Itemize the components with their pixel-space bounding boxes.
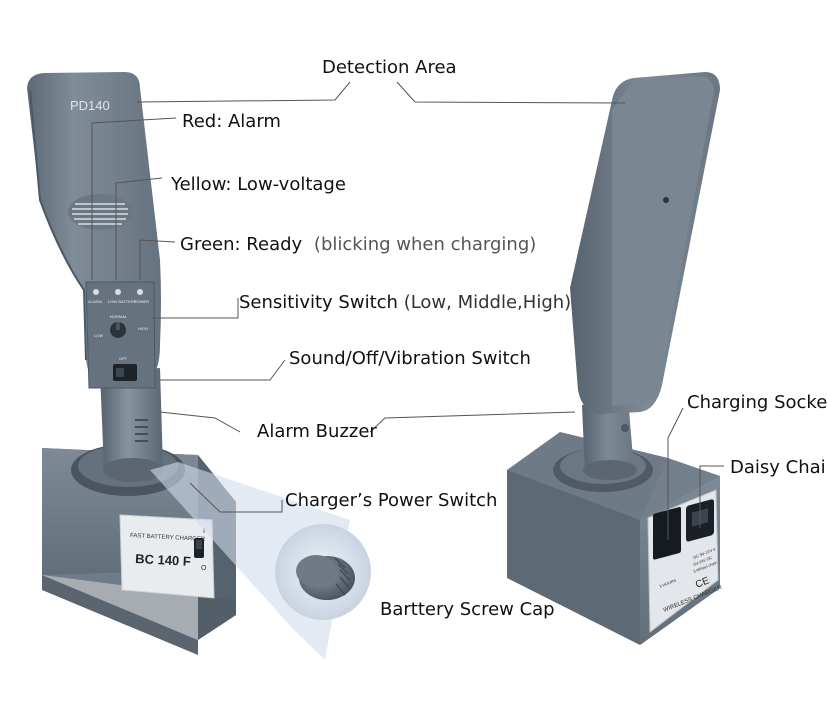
panel-label-low-battery: LOW BATTERY bbox=[108, 299, 137, 304]
panel-label-alarm: ALARM bbox=[88, 299, 102, 304]
label-yellow-low-voltage: Yellow: Low-voltage bbox=[170, 174, 346, 195]
charger-model-label: BC 140 F bbox=[135, 551, 191, 569]
panel-label-low: LOW bbox=[94, 333, 103, 338]
battery-screw-cap-icon bbox=[296, 555, 355, 600]
label-green-ready-note: (blicking when charging) bbox=[314, 234, 536, 255]
label-detection-area: Detection Area bbox=[322, 57, 457, 78]
led-alarm bbox=[93, 289, 99, 295]
label-red-alarm: Red: Alarm bbox=[182, 111, 281, 132]
label-green-ready: Green: Ready (blicking when charging) bbox=[180, 234, 536, 255]
label-sensitivity-switch: Sensitivity Switch (Low, Middle,High) bbox=[239, 292, 571, 313]
left-detector-handle bbox=[100, 368, 163, 482]
switch-off-mark: O bbox=[201, 565, 207, 572]
led-low-battery bbox=[115, 289, 121, 295]
label-sensitivity-note: (Low, Middle,High) bbox=[404, 292, 571, 313]
led-power bbox=[137, 289, 143, 295]
right-detector-handle bbox=[582, 398, 637, 480]
model-label: PD140 bbox=[70, 98, 110, 113]
panel-label-off: OFF bbox=[119, 356, 128, 361]
left-detector-body bbox=[27, 72, 161, 389]
charger-power-switch[interactable] bbox=[194, 538, 204, 558]
panel-label-normal: NORMAL bbox=[110, 314, 128, 319]
right-detector-body bbox=[570, 72, 720, 414]
label-sensitivity-main: Sensitivity Switch bbox=[239, 292, 398, 313]
label-battery-screw-cap: Barttery Screw Cap bbox=[380, 599, 555, 620]
panel-label-high: HIGH bbox=[138, 326, 148, 331]
label-green-ready-main: Green: Ready bbox=[180, 234, 303, 255]
sensitivity-knob[interactable] bbox=[110, 322, 126, 338]
panel-label-power: POWER bbox=[134, 299, 149, 304]
switch-on-mark: I bbox=[203, 528, 205, 535]
label-sound-switch: Sound/Off/Vibration Switch bbox=[289, 348, 531, 369]
leader-lines bbox=[91, 81, 724, 540]
ce-mark-icon: CE bbox=[694, 575, 711, 591]
charger-plate-title: FAST BATTERY CHARGER bbox=[130, 533, 206, 543]
label-alarm-buzzer: Alarm Buzzer bbox=[257, 421, 377, 442]
sound-vibration-switch[interactable] bbox=[113, 364, 137, 381]
label-daisy-chain: Daisy Chain bbox=[730, 457, 827, 478]
charging-socket[interactable] bbox=[653, 506, 681, 561]
label-charger-power-switch: Charger’s Power Switch bbox=[285, 490, 497, 511]
right-tiny-label: 3 HOURS bbox=[659, 578, 678, 589]
label-charging-socket: Charging Socket bbox=[687, 392, 827, 413]
